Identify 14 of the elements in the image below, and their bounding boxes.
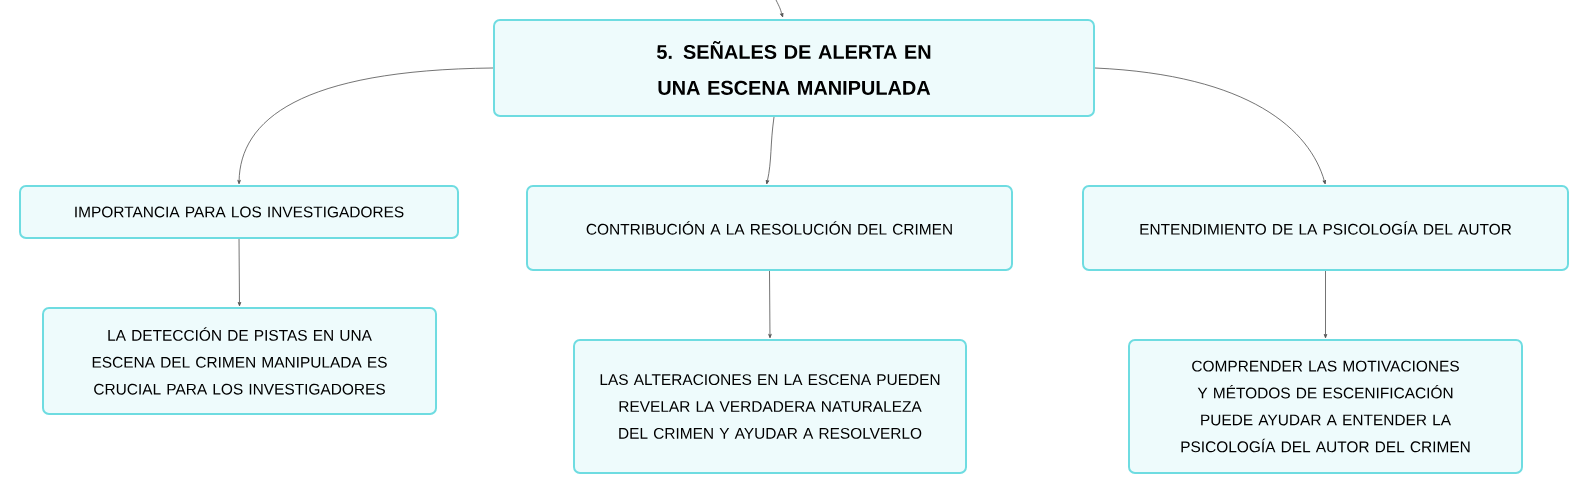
topic-box: COMPRENDER LAS MOTIVACIONES Y MÉTODOS DE ESCENIFICACIÓN PUEDE AYUDAR A ENTENDER LA PSICOLOGÍA DEL AUTOR DEL CRIMEN xyxy=(1128,339,1523,474)
arrow xyxy=(775,0,784,18)
arrow xyxy=(237,67,494,185)
topic-box: IMPORTANCIA PARA LOS INVESTIGADORES xyxy=(19,185,459,239)
topic-box: LA DETECCIÓN DE PISTAS EN UNA ESCENA DEL CRIMEN MANIPULADA ES CRUCIAL PARA LOS INVESTIGADORES xyxy=(42,307,437,415)
arrow xyxy=(237,238,242,307)
topic-box: ENTENDIMIENTO DE LA PSICOLOGÍA DEL AUTOR xyxy=(1082,185,1569,271)
topic-box: 5. SEÑALES DE ALERTA EN UNA ESCENA MANIPULADA xyxy=(493,19,1095,117)
arrow xyxy=(768,270,772,339)
topic-box: LAS ALTERACIONES EN LA ESCENA PUEDEN REVELAR LA VERDADERA NATURALEZA DEL CRIMEN Y AYUDAR A RESOLVERLO xyxy=(573,339,967,474)
topic-box: CONTRIBUCIÓN A LA RESOLUCIÓN DEL CRIMEN xyxy=(526,185,1013,271)
arrow xyxy=(1323,270,1328,339)
arrow xyxy=(765,116,775,185)
arrow xyxy=(1094,67,1326,185)
